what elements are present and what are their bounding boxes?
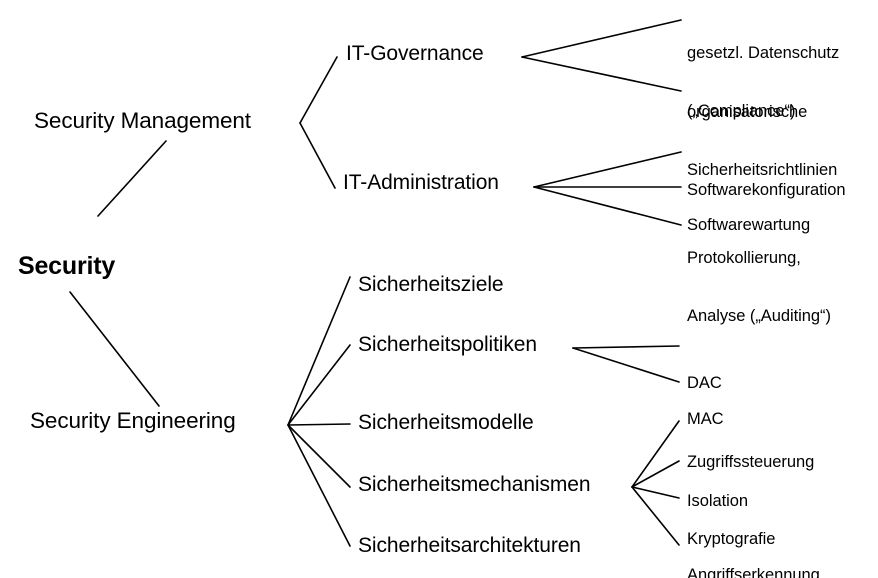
edge-sicherheitsmechanismen-to-kryptografie bbox=[631, 486, 680, 499]
edge-it_administration-to-softwarekonfiguration bbox=[533, 151, 682, 188]
node-it-governance[interactable]: IT-Governance bbox=[346, 42, 484, 65]
edge-hub_sm-to-it_governance bbox=[299, 56, 338, 124]
node-sicherheitspolitiken[interactable]: Sicherheitspolitiken bbox=[358, 333, 537, 356]
edge-sicherheitspolitiken-to-dac bbox=[572, 345, 680, 349]
node-sicherheitsziele[interactable]: Sicherheitsziele bbox=[358, 273, 504, 296]
edge-it_governance-to-organisatorische_richtlinien bbox=[521, 56, 682, 92]
edge-security_engineering-to-sicherheitspolitiken bbox=[287, 344, 351, 426]
leaf-protokollierung-analyse[interactable]: Protokollierung, Analyse („Auditing“) bbox=[687, 210, 831, 366]
edge-sicherheitspolitiken-to-mac bbox=[572, 347, 680, 383]
leaf-dac-line1: DAC bbox=[687, 373, 722, 392]
leaf-dac[interactable]: DAC bbox=[687, 335, 722, 432]
leaf-kryptografie-line1: Kryptografie bbox=[687, 529, 776, 548]
edge-security_engineering-to-sicherheitsmodelle bbox=[287, 423, 351, 426]
edge-security_engineering-to-sicherheitsziele bbox=[287, 276, 351, 426]
leaf-zugriffssteuerung[interactable]: Zugriffssteuerung bbox=[687, 414, 814, 511]
leaf-angriffserkennung-line1: Angriffserkennung bbox=[687, 565, 820, 578]
node-sicherheitsarchitekturen[interactable]: Sicherheitsarchitekturen bbox=[358, 534, 581, 557]
leaf-softwarewartung[interactable]: Softwarewartung bbox=[687, 177, 810, 274]
edge-it_governance-to-gesetzl_datenschutz bbox=[521, 19, 682, 58]
node-it-administration[interactable]: IT-Administration bbox=[343, 171, 499, 194]
leaf-organisatorische-sicherheitsrichtlinien[interactable]: organisatorische Sicherheitsrichtlinien bbox=[687, 64, 837, 220]
edge-root-to-security_management bbox=[97, 140, 167, 217]
leaf-organisatorische-sicherheitsrichtlinien-line2: Sicherheitsrichtlinien bbox=[687, 161, 838, 180]
edge-root-to-security_engineering bbox=[69, 291, 160, 407]
leaf-angriffserkennung[interactable]: Angriffserkennung (Intrusion Detection) bbox=[687, 527, 835, 578]
leaf-organisatorische-sicherheitsrichtlinien-line1: organisatorische bbox=[687, 102, 808, 121]
leaf-protokollierung-analyse-line2: Analyse („Auditing“) bbox=[687, 307, 831, 326]
leaf-mac-line1: MAC bbox=[687, 409, 724, 428]
leaf-softwarekonfiguration-line1: Softwarekonfiguration bbox=[687, 180, 846, 199]
leaf-kryptografie[interactable]: Kryptografie bbox=[687, 491, 775, 578]
leaf-protokollierung-analyse-line1: Protokollierung, bbox=[687, 248, 801, 267]
leaf-gesetzl-datenschutz[interactable]: gesetzl. Datenschutz („Compliance“) bbox=[687, 5, 839, 161]
edge-security_engineering-to-sicherheitsmechanismen bbox=[287, 424, 351, 488]
leaf-isolation-line1: Isolation bbox=[687, 491, 749, 510]
leaf-gesetzl-datenschutz-line1: gesetzl. Datenschutz bbox=[687, 43, 840, 62]
edge-sicherheitsmechanismen-to-zugriffssteuerung bbox=[631, 420, 680, 488]
node-security-management[interactable]: Security Management bbox=[34, 108, 251, 133]
edge-hub_sm-to-it_administration bbox=[299, 122, 336, 189]
node-sicherheitsmodelle[interactable]: Sicherheitsmodelle bbox=[358, 411, 534, 434]
node-security-root[interactable]: Security bbox=[18, 252, 116, 280]
edge-security_engineering-to-sicherheitsarchitekturen bbox=[287, 424, 351, 547]
leaf-isolation[interactable]: Isolation bbox=[687, 453, 748, 550]
node-security-engineering[interactable]: Security Engineering bbox=[30, 408, 236, 433]
leaf-softwarekonfiguration[interactable]: Softwarekonfiguration bbox=[687, 142, 846, 239]
edge-sicherheitsmechanismen-to-isolation bbox=[631, 460, 680, 488]
leaf-gesetzl-datenschutz-line2: („Compliance“) bbox=[687, 102, 796, 121]
leaf-mac[interactable]: MAC bbox=[687, 371, 724, 468]
edge-sicherheitsmechanismen-to-angriffserkennung bbox=[631, 486, 680, 546]
edge-it_administration-to-protokollierung_analyse bbox=[533, 186, 682, 226]
node-sicherheitsmechanismen[interactable]: Sicherheitsmechanismen bbox=[358, 473, 591, 496]
leaf-softwarewartung-line1: Softwarewartung bbox=[687, 215, 811, 234]
leaf-zugriffssteuerung-line1: Zugriffssteuerung bbox=[687, 452, 815, 471]
